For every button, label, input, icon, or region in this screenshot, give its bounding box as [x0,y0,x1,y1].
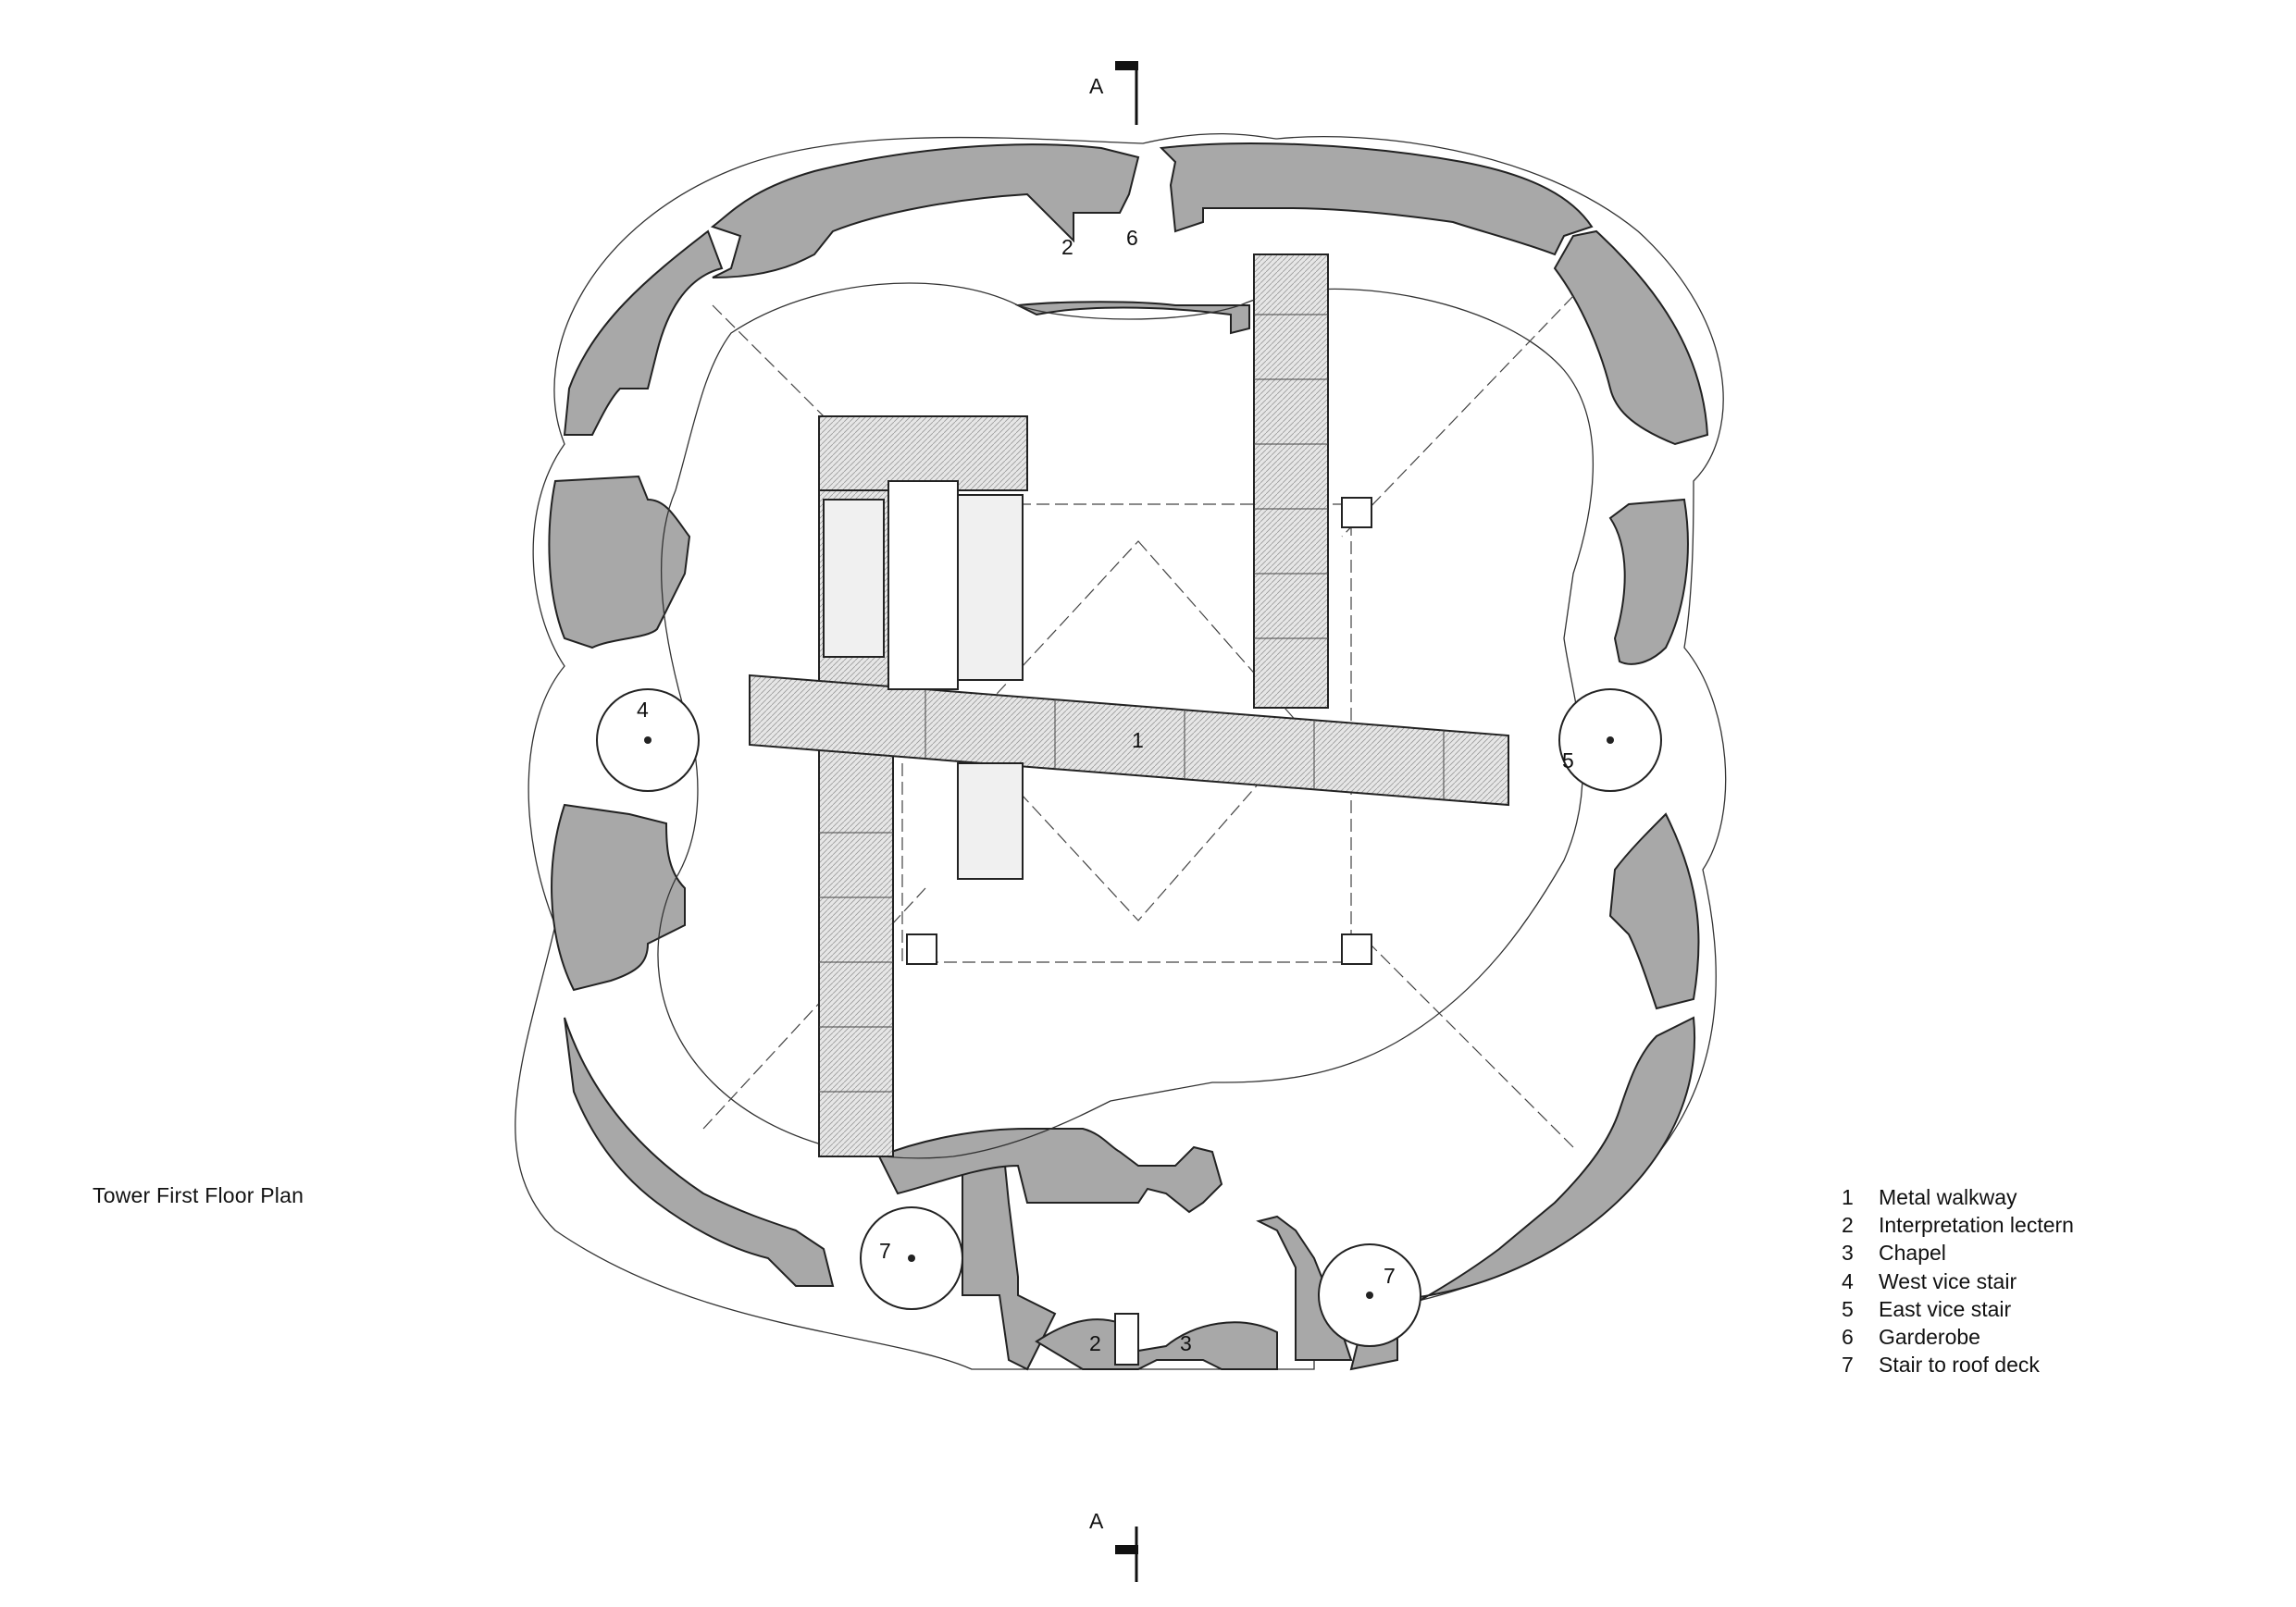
legend-item: 6 Garderobe [1842,1323,2074,1351]
legend-item: 1 Metal walkway [1842,1183,2074,1211]
legend: 1 Metal walkway 2 Interpretation lectern 3… [1842,1183,2074,1378]
metal-walkways [749,253,1509,1157]
legend-label: East vice stair [1879,1296,2012,1321]
label-chapel: 3 [1180,1331,1192,1355]
inner-room-outline [657,282,1594,1159]
legend-item: 3 Chapel [1842,1239,2074,1267]
legend-number: 1 [1842,1185,1854,1209]
legend-number: 6 [1842,1324,1854,1349]
wall-chapel-west [962,1156,1057,1371]
section-label-south: A [1089,1509,1104,1533]
label-garderobe: 6 [1126,226,1138,250]
label-lectern-north: 2 [1061,235,1074,259]
legend-item: 5 East vice stair [1842,1295,2074,1323]
label-walkway: 1 [1132,728,1144,752]
legend-number: 2 [1842,1213,1854,1238]
wall-garderobe [1014,301,1250,335]
label-west-stair: 4 [637,698,649,722]
wall-west-lower [551,803,686,992]
wall-east-upper [1553,229,1709,446]
main-stair [823,480,1024,880]
legend-label: Garderobe [1879,1324,1980,1349]
wall-west-upper [563,229,724,436]
spiral-stairs [596,688,1662,1347]
wall-north-west [710,143,1140,278]
legend-label: Interpretation lectern [1879,1213,2074,1238]
wall-chapel-south [1035,1318,1278,1370]
section-marker-north [1115,61,1138,125]
section-label-north: A [1089,74,1104,98]
drawing-title: Tower First Floor Plan [93,1183,304,1207]
legend-number: 7 [1842,1353,1854,1378]
legend-label: Metal walkway [1879,1185,2017,1209]
wall-north-east [1159,142,1594,256]
legend-label: Chapel [1879,1241,1946,1266]
section-marker-south [1115,1527,1138,1582]
legend-number: 5 [1842,1296,1854,1321]
legend-label: West vice stair [1879,1268,2017,1293]
legend-item: 7 Stair to roof deck [1842,1351,2074,1378]
wall-west-bottom [564,1017,835,1287]
label-lectern-south: 2 [1089,1331,1101,1355]
label-roof-stair-east: 7 [1384,1264,1396,1288]
wall-west-mid [548,475,691,649]
legend-number: 4 [1842,1268,1854,1293]
legend-item: 4 West vice stair [1842,1267,2074,1295]
label-roof-stair-west: 7 [879,1239,891,1263]
legend-number: 3 [1842,1241,1854,1266]
chapel-lectern [1114,1313,1139,1366]
legend-item: 2 Interpretation lectern [1842,1211,2074,1239]
wall-east-mid [1608,498,1689,665]
wall-east-lower [1608,812,1700,1010]
legend-label: Stair to roof deck [1879,1353,2040,1378]
label-east-stair: 5 [1562,748,1574,773]
wall-south-top [877,1128,1223,1214]
